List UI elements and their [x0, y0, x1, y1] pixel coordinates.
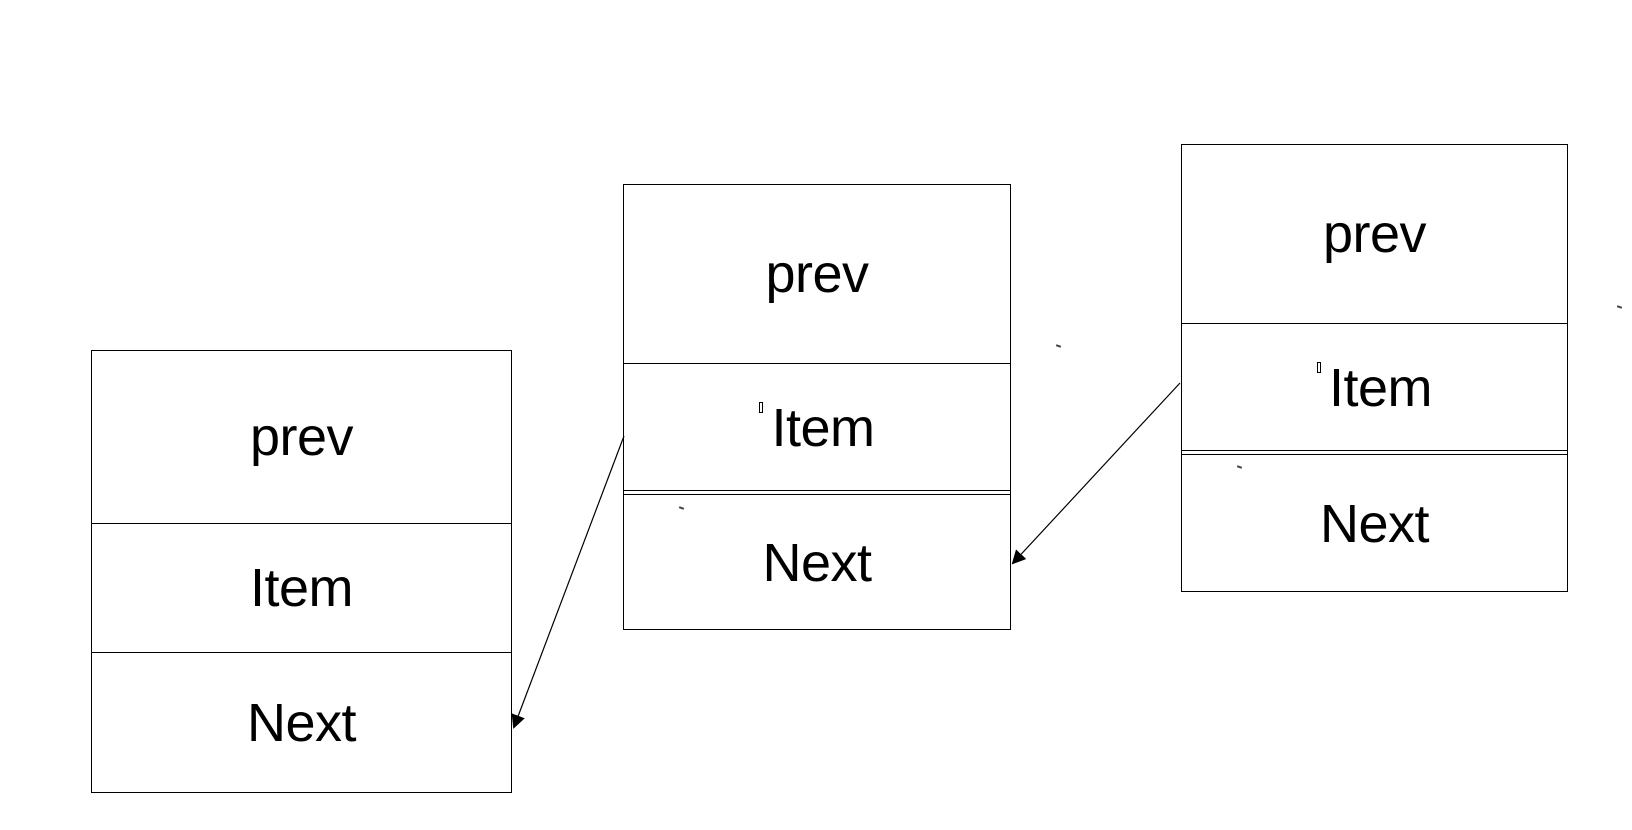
- prev-label: prev: [1322, 204, 1427, 264]
- field-divider: [92, 652, 511, 653]
- list-node-3: prev Item Next: [1181, 144, 1568, 592]
- item-label: Item: [1328, 357, 1433, 418]
- prev-label: prev: [765, 244, 869, 304]
- prev-field: prev: [624, 185, 1010, 363]
- next-field: Next: [1182, 456, 1567, 591]
- item-field: Item: [624, 364, 1010, 491]
- list-node-1: prev Item Next: [91, 350, 512, 793]
- link-arrow-node3-to-node2: [1011, 382, 1181, 565]
- next-label: Next: [762, 532, 872, 593]
- prev-field: prev: [92, 351, 511, 523]
- next-label: Next: [1319, 493, 1430, 554]
- item-field: Item: [92, 524, 511, 652]
- field-divider: [624, 363, 1010, 364]
- prev-field: prev: [1182, 145, 1567, 323]
- text-cursor-icon: [759, 402, 764, 413]
- prev-label: prev: [249, 407, 354, 467]
- next-field: Next: [624, 496, 1010, 629]
- next-label: Next: [246, 692, 357, 753]
- link-arrow-node2-to-node1: [511, 435, 625, 729]
- next-field: Next: [92, 653, 511, 792]
- field-divider: [624, 490, 1010, 495]
- item-field: Item: [1182, 324, 1567, 451]
- item-label: Item: [771, 397, 875, 458]
- field-divider: [1182, 323, 1567, 324]
- field-divider: [1182, 450, 1567, 455]
- field-divider: [92, 523, 511, 524]
- text-cursor-icon: [1316, 362, 1321, 373]
- list-node-2: prev Item Next: [623, 184, 1011, 630]
- item-label: Item: [249, 558, 354, 618]
